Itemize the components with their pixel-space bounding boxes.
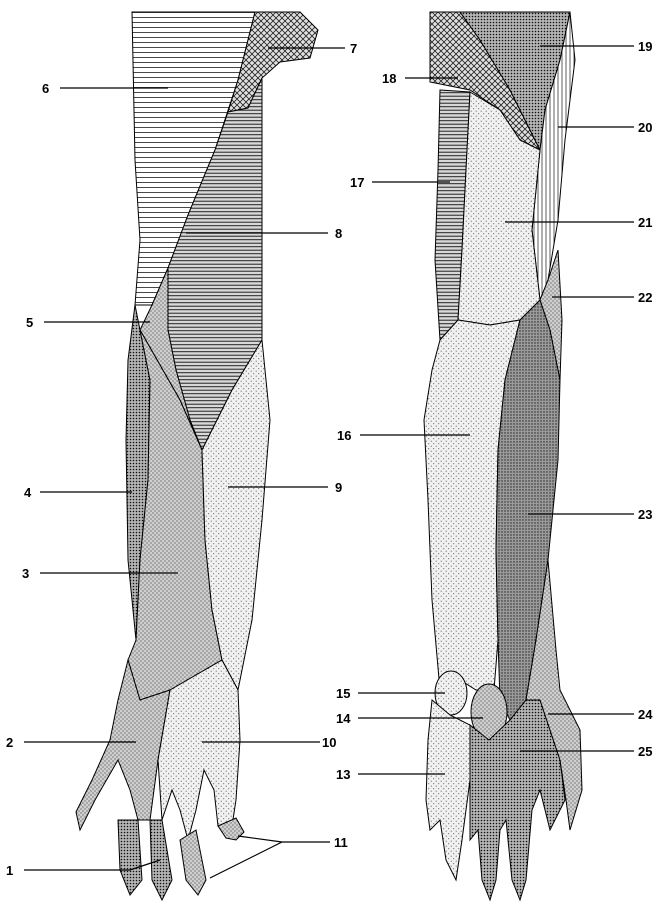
label-15: 15 <box>336 686 350 701</box>
label-20: 20 <box>638 120 652 135</box>
label-1: 1 <box>6 863 13 878</box>
label-11: 11 <box>334 835 348 850</box>
label-5: 5 <box>26 315 33 330</box>
label-19: 19 <box>638 39 652 54</box>
label-25: 25 <box>638 744 652 759</box>
label-24: 24 <box>638 707 653 722</box>
label-18: 18 <box>382 71 396 86</box>
label-10: 10 <box>322 735 336 750</box>
zone-13 <box>426 700 470 880</box>
label-13: 13 <box>336 767 350 782</box>
label-8: 8 <box>335 226 342 241</box>
zone-11-fingertip-a <box>180 830 206 895</box>
label-22: 22 <box>638 290 652 305</box>
label-23: 23 <box>638 507 652 522</box>
label-14: 14 <box>336 711 351 726</box>
label-3: 3 <box>22 566 29 581</box>
label-21: 21 <box>638 215 652 230</box>
zone-1-fingertip-b <box>150 820 172 900</box>
left-arm <box>76 12 318 900</box>
label-9: 9 <box>335 480 342 495</box>
label-6: 6 <box>42 81 49 96</box>
zone-1-fingertips <box>118 820 142 895</box>
right-arm <box>424 12 582 900</box>
label-2: 2 <box>6 735 13 750</box>
label-7: 7 <box>350 41 357 56</box>
label-16: 16 <box>337 428 351 443</box>
label-4: 4 <box>24 485 32 500</box>
label-17: 17 <box>350 175 364 190</box>
